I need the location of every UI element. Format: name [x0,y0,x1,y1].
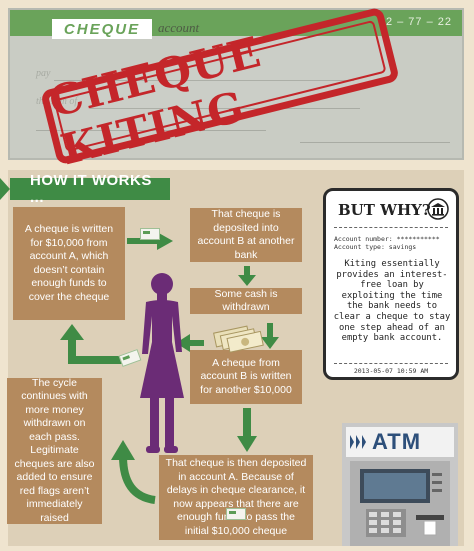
cheque-account-label: account [158,20,200,35]
receipt-divider [334,227,448,228]
cheque-line [36,130,266,131]
arrow-down-2 [261,323,279,349]
arrow-left-1 [176,334,204,352]
step-text-5: That cheque is then deposited in account… [165,457,307,537]
step-text-3: Some cash is withdrawn [214,287,278,314]
receipt-card: BUT WHY? Account number: *********** Acc… [323,188,459,380]
receipt-divider [334,363,448,364]
how-it-works-banner: HOW IT WORKS ... [10,172,170,206]
receipt-account-number: Account number: *********** [334,235,440,243]
step-text-2: That cheque is deposited into account B … [197,208,295,261]
step-text-6: The cycle continues with more money with… [14,376,95,524]
step-box-4: A cheque from account B is written for a… [190,350,302,404]
arrow-right-1 [127,232,173,250]
receipt-body-text: Kiting essentially provides an interest-… [333,259,451,344]
step-box-6: The cycle continues with more money with… [7,376,102,524]
receipt-datetime: 2013-05-07 10:59 AM [353,367,429,375]
person-figure [126,272,198,461]
step-box-5: That cheque is then deposited in account… [159,455,313,540]
atm-label: ATM [372,429,422,454]
arrow-down-3 [237,408,257,452]
cheque-signature-line [300,142,450,143]
cheque-icon [226,508,246,520]
step-box-3: Some cash is withdrawn [190,288,302,314]
cheque-sort-code: 22 – 77 – 22 [378,16,452,28]
step-text-4: A cheque from account B is written for a… [200,356,292,396]
receipt-account-info: Account number: *********** Account type… [334,235,440,251]
banner-arrow [0,178,10,200]
atm-machine: ATM [342,423,458,546]
cheque-icon [140,228,160,240]
bank-icon [427,198,449,225]
arrow-loop-up [58,322,128,368]
cheque-line [54,80,354,81]
arrow-down-1 [238,266,256,286]
arrow-curved-up [111,430,157,506]
step-text-1: A cheque is written for $10,000 from acc… [24,223,114,303]
step-box-1: A cheque is written for $10,000 from acc… [13,207,125,320]
step-box-2: That cheque is deposited into account B … [190,208,302,262]
cheque-pay-label: pay [36,68,51,79]
cheque-line [90,108,360,109]
cheque-amount-label: the sum of [36,96,78,107]
money-icon [211,320,267,359]
cheque-illustration: CHEQUE account 22 – 77 – 22 pay the sum … [8,8,464,160]
receipt-title: BUT WHY? [338,201,431,219]
receipt-account-type: Account type: savings [334,243,417,251]
cheque-label: CHEQUE [52,19,152,39]
